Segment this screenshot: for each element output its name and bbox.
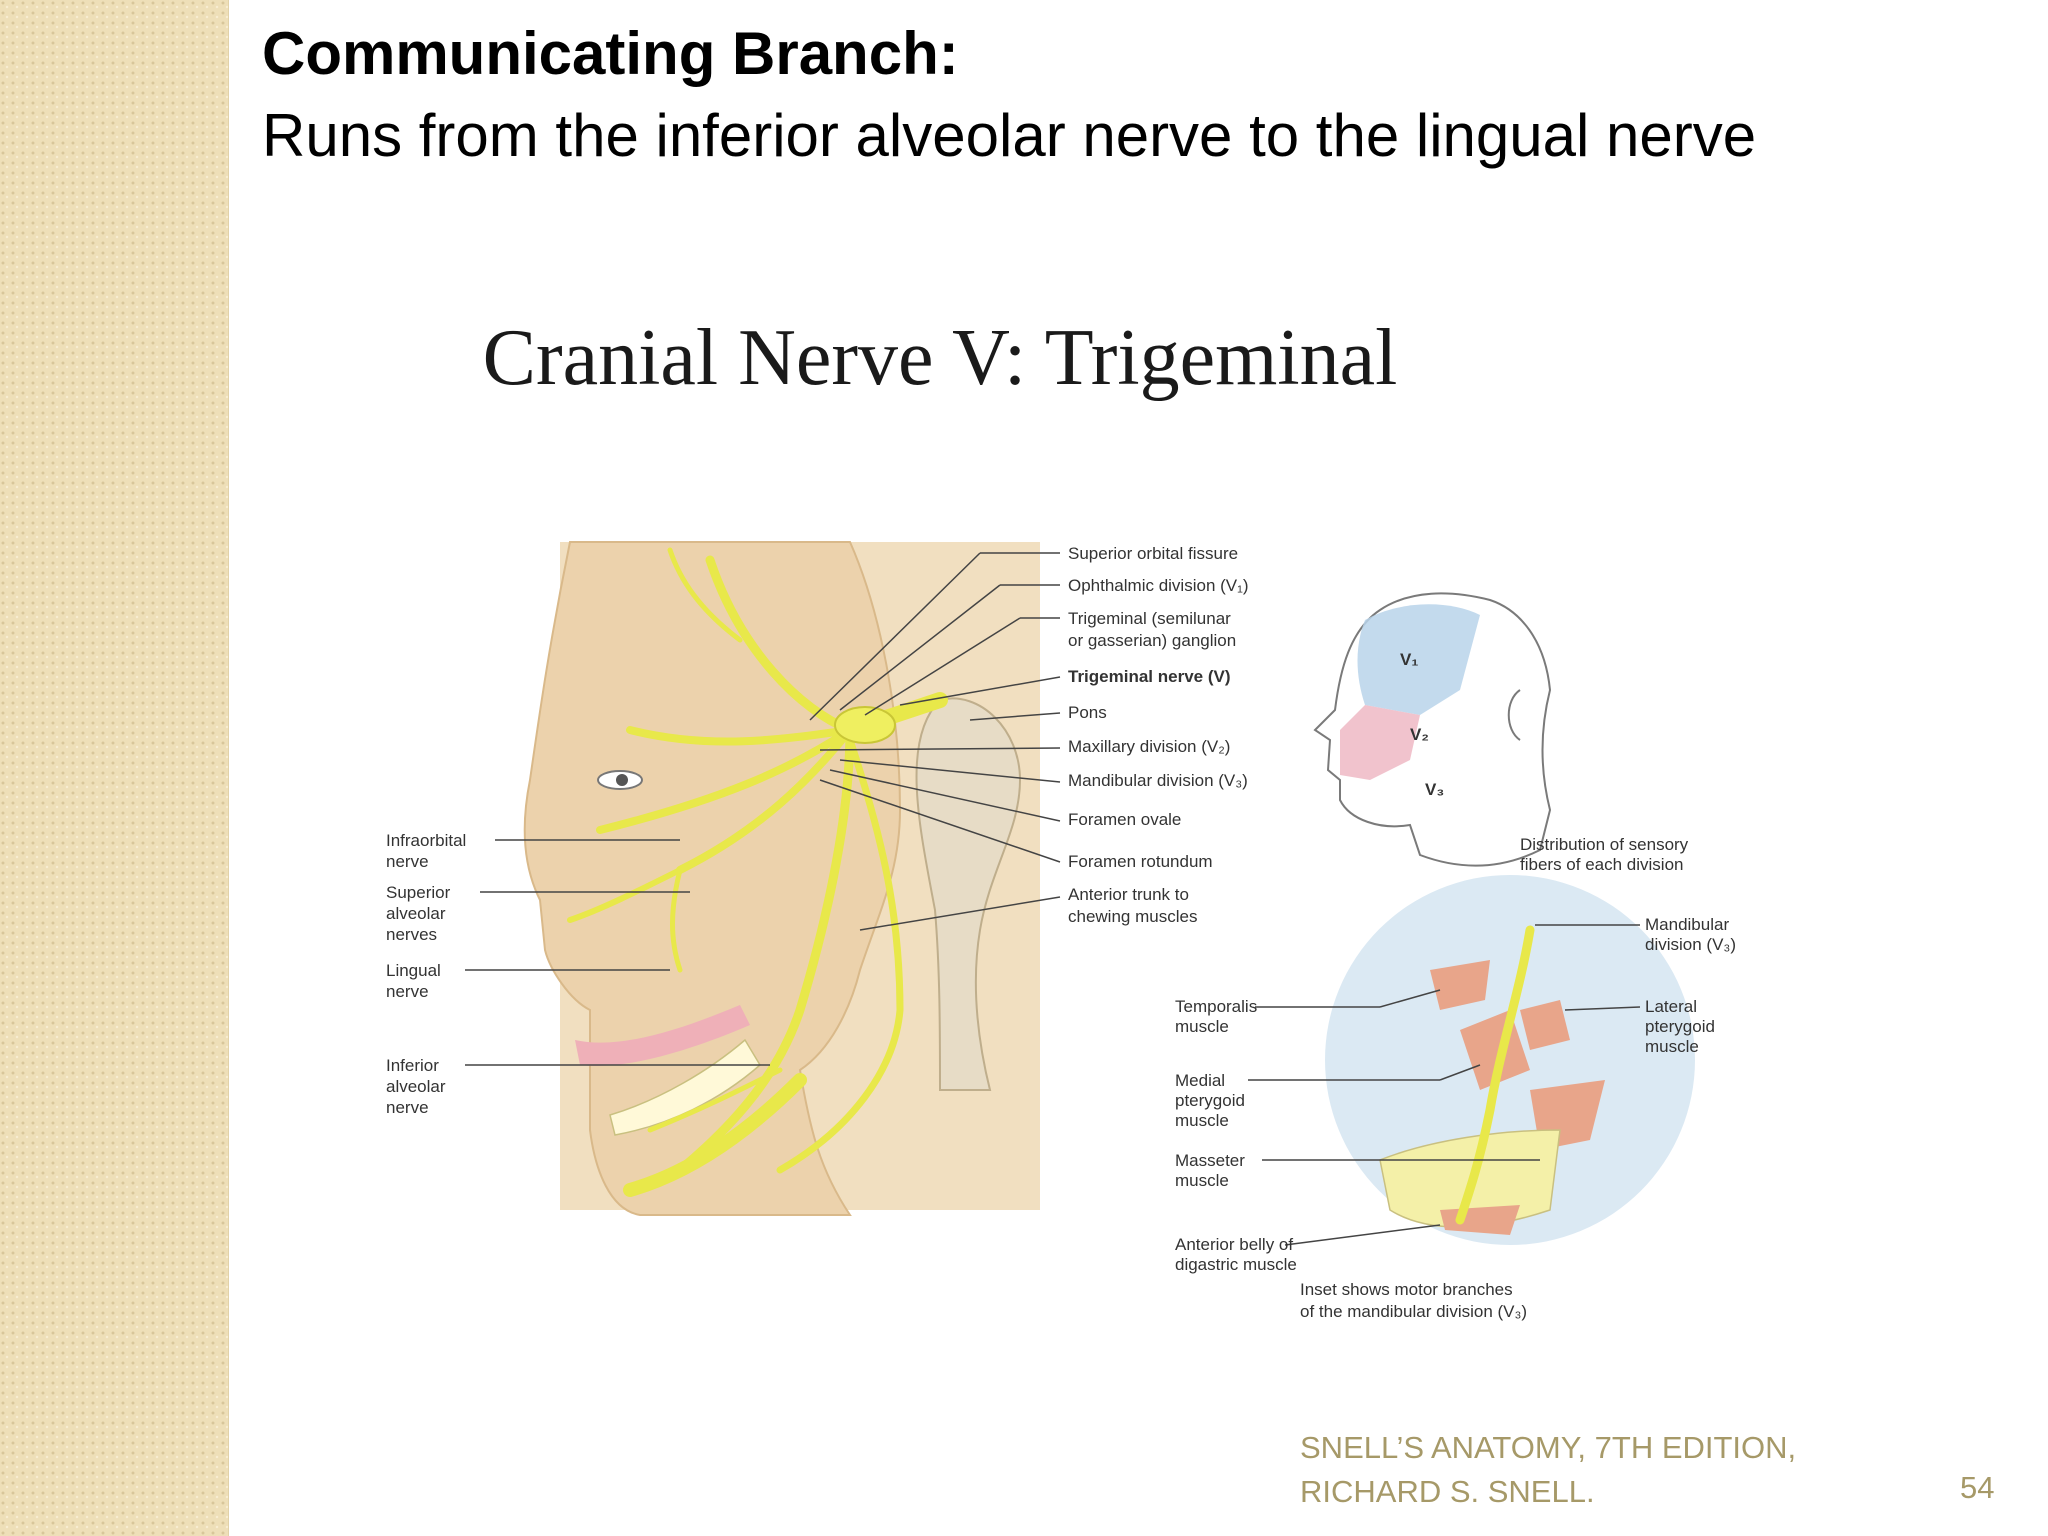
lip-shape (575, 1005, 750, 1066)
label-digastric-2: digastric muscle (1175, 1255, 1297, 1274)
label-maxillary-division: Maxillary division (V₂) (1068, 737, 1230, 756)
trigeminal-figure: Superior orbital fissure Ophthalmic divi… (380, 310, 1800, 1340)
medial-pterygoid-shape (1460, 1010, 1530, 1090)
motor-branch-inset: Temporalis muscle Medial pterygoid muscl… (1175, 875, 1736, 1321)
label-inferior-alveolar-3: nerve (386, 1098, 429, 1117)
label-superior-orbital-fissure: Superior orbital fissure (1068, 544, 1238, 563)
decorative-side-strip (0, 0, 229, 1536)
trigeminal-nerve-branches (567, 547, 948, 1175)
label-superior-alveolar-2: alveolar (386, 904, 446, 923)
label-lateral-pterygoid-1: Lateral (1645, 997, 1697, 1016)
motor-leader-lines (1248, 924, 1641, 1246)
label-pons: Pons (1068, 703, 1107, 722)
label-infraorbital-2: nerve (386, 852, 429, 871)
motor-caption-1: Inset shows motor branches (1300, 1280, 1513, 1299)
label-foramen-ovale: Foramen ovale (1068, 810, 1181, 829)
leader-lines-left (465, 839, 770, 1066)
label-superior-alveolar-3: nerves (386, 925, 437, 944)
label-inferior-alveolar-1: Inferior (386, 1056, 439, 1075)
label-lateral-pterygoid-2: pterygoid (1645, 1017, 1715, 1036)
mandible-outline (623, 1073, 807, 1197)
citation-line-2: RICHARD S. SNELL. (1300, 1474, 1595, 1509)
label-lingual-1: Lingual (386, 961, 441, 980)
label-masseter-1: Masseter (1175, 1151, 1245, 1170)
v3-label: V₃ (1425, 780, 1444, 799)
ear-shape (1507, 689, 1521, 741)
right-labels: Superior orbital fissure Ophthalmic divi… (1068, 544, 1249, 926)
label-mandibular-division: Mandibular division (V₃) (1068, 771, 1248, 790)
label-ophthalmic-division: Ophthalmic division (V₁) (1068, 576, 1249, 595)
label-inferior-alveolar-2: alveolar (386, 1077, 446, 1096)
temporalis-muscle-shape (1430, 960, 1490, 1010)
digastric-shape (1440, 1205, 1520, 1235)
label-superior-alveolar-1: Superior (386, 883, 451, 902)
trigeminal-ganglion-shape (834, 706, 896, 744)
citation: SNELL’S ANATOMY, 7TH EDITION, RICHARD S.… (1300, 1426, 1796, 1514)
label-trigeminal-nerve: Trigeminal nerve (V) (1068, 667, 1231, 686)
label-anterior-trunk-2: chewing muscles (1068, 907, 1197, 926)
figure-title: Cranial Nerve V: Trigeminal (482, 314, 1398, 402)
label-trigeminal-ganglion-2: or gasserian) ganglion (1068, 631, 1236, 650)
mandibular-nerve-inset (1455, 925, 1535, 1225)
v2-zone (1340, 705, 1420, 780)
pupil-shape (616, 774, 628, 786)
label-anterior-trunk-1: Anterior trunk to (1068, 885, 1189, 904)
slide-heading: Communicating Branch: (262, 20, 959, 87)
label-medial-pterygoid-3: muscle (1175, 1111, 1229, 1130)
motor-caption-2: of the mandibular division (V₃) (1300, 1302, 1527, 1321)
sensory-distribution-inset: V₁ V₂ V₃ Distribution of sensory fibers … (1313, 592, 1689, 874)
label-temporalis-2: muscle (1175, 1017, 1229, 1036)
leader-lines-right (809, 552, 1061, 931)
slide-subheading: Runs from the inferior alveolar nerve to… (262, 102, 1757, 169)
label-lingual-2: nerve (386, 982, 429, 1001)
v1-zone (1357, 604, 1480, 715)
sensory-caption-1: Distribution of sensory (1520, 835, 1689, 854)
trigeminal-diagram: Superior orbital fissure Ophthalmic divi… (386, 541, 1736, 1321)
sensory-caption-2: fibers of each division (1520, 855, 1683, 874)
label-medial-pterygoid-1: Medial (1175, 1071, 1225, 1090)
slide-number: 54 (1960, 1470, 1995, 1505)
v2-label: V₂ (1410, 725, 1429, 744)
label-lateral-pterygoid-3: muscle (1645, 1037, 1699, 1056)
v1-label: V₁ (1400, 650, 1418, 669)
label-digastric-1: Anterior belly of (1175, 1235, 1293, 1254)
label-medial-pterygoid-2: pterygoid (1175, 1091, 1245, 1110)
label-mandibular-inset-2: division (V₃) (1645, 935, 1736, 954)
brainstem-shape (915, 697, 1022, 1091)
label-mandibular-inset-1: Mandibular (1645, 915, 1729, 934)
label-masseter-2: muscle (1175, 1171, 1229, 1190)
citation-line-1: SNELL’S ANATOMY, 7TH EDITION, (1300, 1430, 1797, 1465)
label-trigeminal-ganglion-1: Trigeminal (semilunar (1068, 609, 1231, 628)
label-infraorbital-1: Infraorbital (386, 831, 466, 850)
lateral-pterygoid-shape (1520, 1000, 1570, 1050)
left-labels: Infraorbital nerve Superior alveolar ner… (386, 831, 466, 1117)
label-foramen-rotundum: Foramen rotundum (1068, 852, 1213, 871)
label-temporalis-1: Temporalis (1175, 997, 1257, 1016)
